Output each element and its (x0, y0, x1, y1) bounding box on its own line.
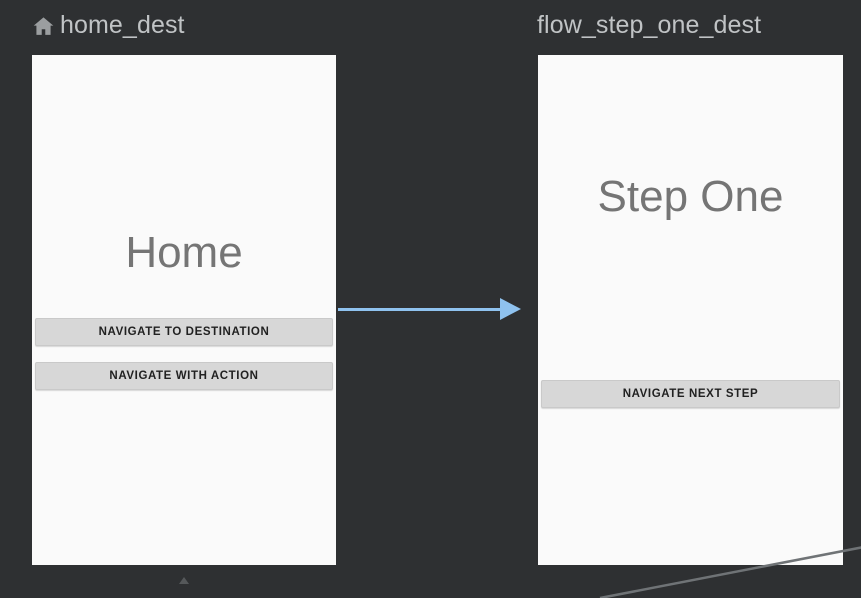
screen-title: Step One (597, 172, 784, 221)
node-label-text: flow_step_one_dest (537, 11, 762, 39)
destination-preview-home-dest[interactable]: Home NAVIGATE TO DESTINATION NAVIGATE WI… (32, 55, 336, 565)
navigate-to-destination-button[interactable]: NAVIGATE TO DESTINATION (35, 318, 333, 346)
node-label-flow-step-one-dest[interactable]: flow_step_one_dest (537, 13, 761, 38)
home-icon (31, 14, 56, 39)
connection-arrowhead-icon (500, 298, 521, 320)
node-label-text: home_dest (60, 11, 185, 39)
navigate-next-step-button[interactable]: NAVIGATE NEXT STEP (541, 380, 840, 408)
node-label-home-dest[interactable]: home_dest (31, 13, 185, 38)
connection-line-home-to-step-one[interactable] (338, 308, 503, 311)
destination-preview-flow-step-one-dest[interactable]: Step One NAVIGATE NEXT STEP (538, 55, 843, 565)
screen-title: Home (125, 228, 243, 277)
navigate-with-action-button[interactable]: NAVIGATE WITH ACTION (35, 362, 333, 390)
offscreen-connection-arrowhead-icon (179, 577, 189, 584)
